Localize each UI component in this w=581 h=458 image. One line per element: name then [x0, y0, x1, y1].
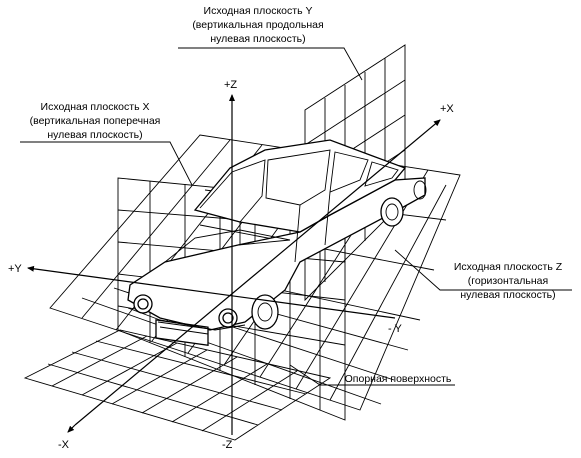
plane-z-desc2: нулевая плоскость) [460, 289, 555, 301]
label-plane-y: Исходная плоскость Y (вертикальная продо… [192, 5, 323, 45]
plane-z-desc: (горизонтальная [468, 275, 548, 287]
plane-x-desc2: нулевая плоскость) [47, 129, 142, 141]
car-outline [127, 139, 427, 346]
axes [27, 94, 441, 435]
label-plane-x: Исходная плоскость X (вертикальная попер… [30, 101, 161, 141]
axis-label-pos-x: +X [440, 103, 454, 115]
label-plane-z: Исходная плоскость Z (горизонтальная нул… [454, 261, 563, 301]
axis-y [27, 265, 396, 319]
axis-label-neg-z: -Z [222, 439, 233, 451]
plane-z-title: Исходная плоскость Z [454, 261, 563, 273]
plane-y-title: Исходная плоскость Y [204, 5, 313, 17]
axis-label-pos-y: +Y [8, 263, 22, 275]
reference-surface-grid [23, 329, 332, 441]
plane-y-desc: (вертикальная продольная [192, 19, 323, 31]
axis-label-neg-y: - Y [388, 323, 403, 335]
axis-x [74, 119, 441, 426]
plane-y-desc2: нулевая плоскость) [210, 33, 305, 45]
leader-lines [20, 47, 572, 386]
plane-x-desc: (вертикальная поперечная [30, 115, 161, 127]
axis-label-neg-x: -X [58, 439, 70, 451]
label-reference-surface: Опорная поверхность [345, 373, 452, 385]
axis-label-pos-z: +Z [224, 79, 237, 91]
plane-x-title: Исходная плоскость X [41, 101, 150, 113]
